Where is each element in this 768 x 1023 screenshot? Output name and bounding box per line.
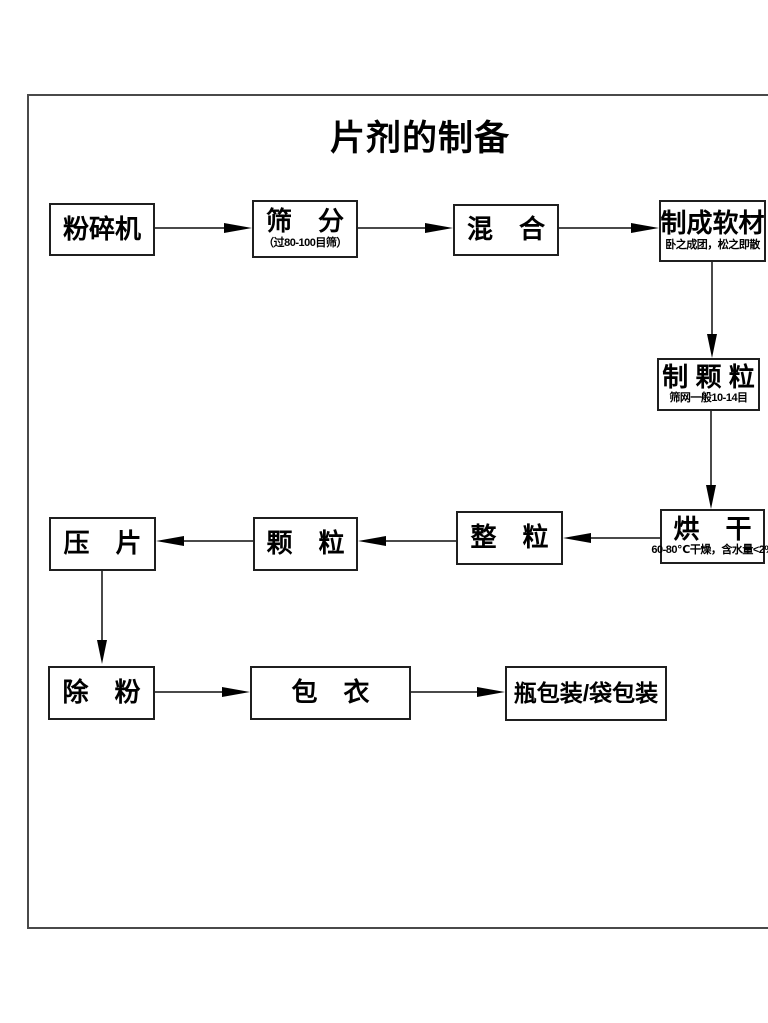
node-packaging: 瓶包装/袋包装 xyxy=(505,666,667,721)
node-sieving-subtitle: （过80-100目筛） xyxy=(263,236,347,249)
node-drying-subtitle: 60-80℃干燥，含水量<2% xyxy=(651,544,768,557)
arrow-line-softmaterial-granulation xyxy=(711,262,713,336)
node-crusher-label: 粉碎机 xyxy=(62,213,141,244)
page-title: 片剂的制备 xyxy=(330,119,511,158)
arrow-head-granulation-drying xyxy=(706,485,716,509)
arrow-head-tableting-dedusting xyxy=(97,640,107,664)
node-sieving-label: 筛 分 xyxy=(265,206,344,237)
arrow-line-granulation-drying xyxy=(710,411,712,487)
arrow-head-mixing-softmaterial xyxy=(631,223,659,233)
arrow-head-sizing-granules xyxy=(358,536,386,546)
arrow-head-crusher-sieving xyxy=(224,223,252,233)
node-granulation: 制 颗 粒 筛网一般10-14目 xyxy=(657,358,760,411)
node-granulation-label: 制 颗 粒 xyxy=(662,361,755,392)
arrow-line-drying-sizing xyxy=(589,537,660,539)
node-sizing-label: 整 粒 xyxy=(470,522,549,553)
node-sieving: 筛 分 （过80-100目筛） xyxy=(252,200,358,258)
arrow-line-granules-tableting xyxy=(182,540,253,542)
arrow-head-coating-packaging xyxy=(477,687,505,697)
arrow-head-drying-sizing xyxy=(563,533,591,543)
arrow-line-tableting-dedusting xyxy=(101,571,103,642)
arrow-line-dedusting-coating xyxy=(155,691,224,693)
arrow-head-sieving-mixing xyxy=(425,223,453,233)
arrow-head-granules-tableting xyxy=(156,536,184,546)
arrow-line-sizing-granules xyxy=(384,540,456,542)
arrow-head-dedusting-coating xyxy=(222,687,250,697)
node-soft-material-label: 制成软材 xyxy=(660,208,765,239)
node-coating: 包 衣 xyxy=(250,666,411,720)
node-coating-label: 包 衣 xyxy=(291,677,370,708)
node-mixing-label: 混 合 xyxy=(466,214,545,245)
node-dedusting-label: 除 粉 xyxy=(62,677,141,708)
node-crusher: 粉碎机 xyxy=(49,203,155,256)
node-granulation-subtitle: 筛网一般10-14目 xyxy=(669,392,748,405)
node-sizing: 整 粒 xyxy=(456,511,563,565)
arrow-line-coating-packaging xyxy=(411,691,479,693)
node-dedusting: 除 粉 xyxy=(48,666,155,720)
arrow-line-crusher-sieving xyxy=(155,227,226,229)
page-border-frame xyxy=(27,94,768,929)
node-packaging-label: 瓶包装/袋包装 xyxy=(513,680,659,707)
arrow-line-mixing-softmaterial xyxy=(559,227,633,229)
arrow-line-sieving-mixing xyxy=(358,227,427,229)
node-mixing: 混 合 xyxy=(453,204,559,256)
node-granules: 颗 粒 xyxy=(253,517,358,571)
node-tableting: 压 片 xyxy=(49,517,156,571)
node-drying-label: 烘 干 xyxy=(673,513,752,544)
node-tableting-label: 压 片 xyxy=(63,528,142,559)
arrow-head-softmaterial-granulation xyxy=(707,334,717,358)
node-granules-label: 颗 粒 xyxy=(266,528,345,559)
node-drying: 烘 干 60-80℃干燥，含水量<2% xyxy=(651,509,768,564)
node-soft-material-subtitle: 卧之成团，松之即散 xyxy=(665,238,760,251)
node-soft-material: 制成软材 卧之成团，松之即散 xyxy=(659,200,766,262)
